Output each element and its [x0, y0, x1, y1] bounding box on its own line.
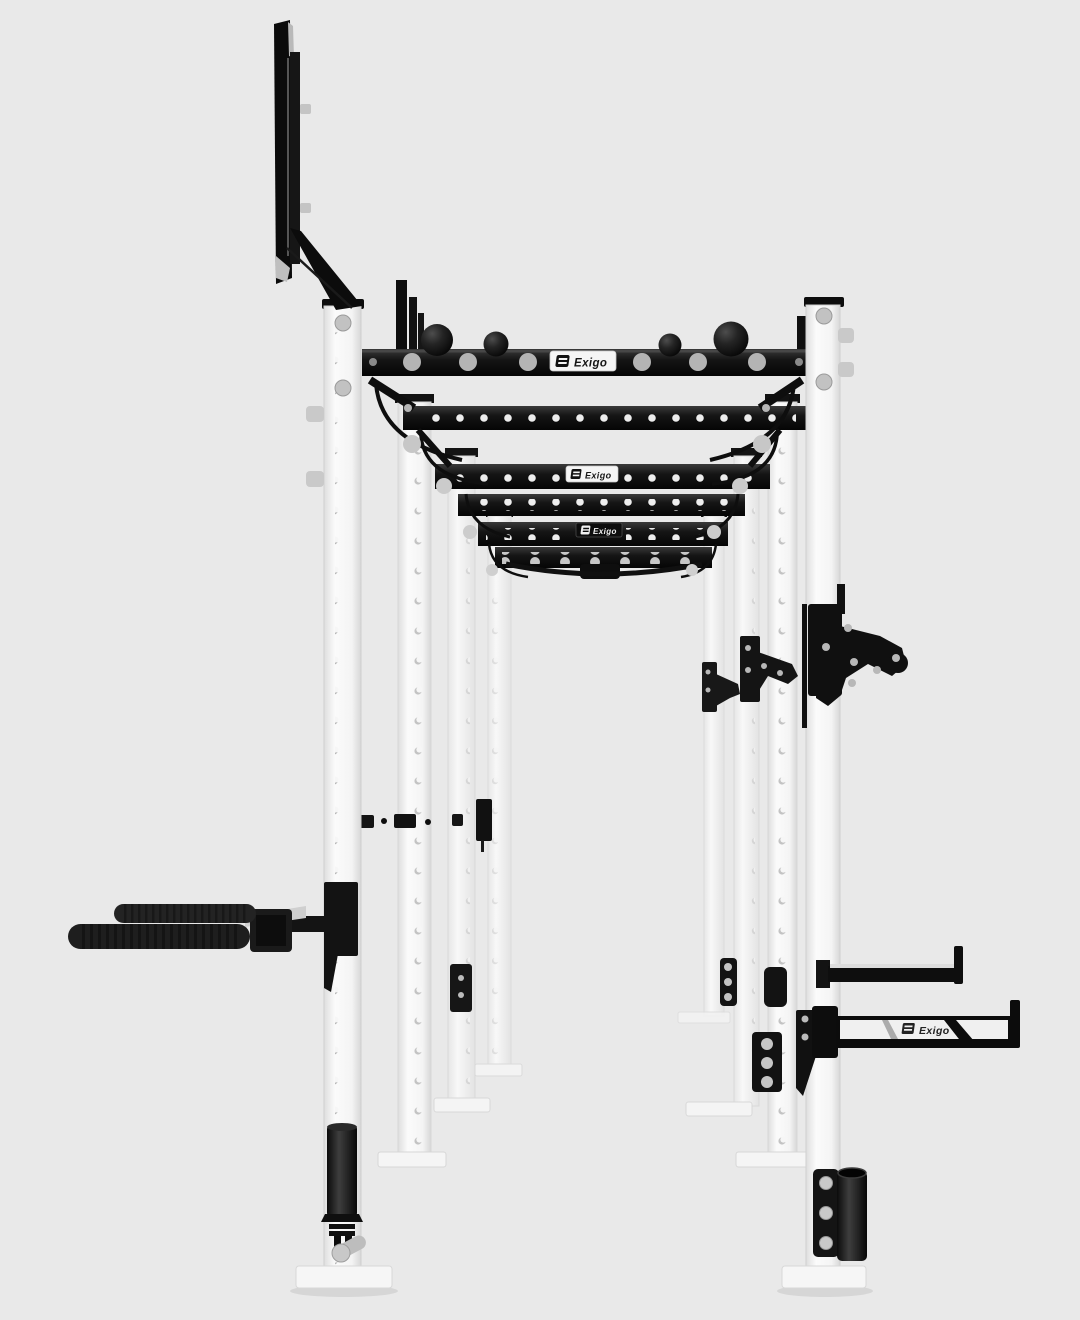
dip-handle	[68, 924, 250, 949]
short-spotter-arm	[816, 946, 963, 988]
foot-plate	[781, 1265, 867, 1289]
brace-rollers	[403, 404, 771, 576]
long-spotter-arm: Exigo	[796, 1000, 1020, 1096]
target-arm	[290, 228, 362, 310]
low-bar-badge-text: Exigo	[593, 527, 617, 536]
rear-uprights-left	[377, 394, 523, 1168]
rear-mount-slats	[396, 280, 807, 374]
cannonball-grip	[658, 333, 682, 357]
rear-jhook-brackets	[702, 636, 798, 712]
background	[40, 16, 1080, 1304]
plate-bracket	[802, 584, 908, 728]
dip-station	[68, 882, 358, 992]
landmine-attachment	[321, 1123, 366, 1263]
corner-braces	[367, 376, 805, 579]
band-peg-rod	[358, 799, 492, 852]
spotter-arms: Exigo	[796, 946, 1020, 1096]
low-bar-exigo-badge: Exigo	[575, 522, 623, 538]
rig-render: Exigo Exigo	[40, 16, 1080, 1304]
storage-brackets	[720, 958, 787, 1092]
crossmember-stack	[362, 321, 810, 579]
rear-uprights-right	[677, 394, 809, 1168]
foot-plate	[295, 1265, 393, 1289]
cannonball-grip	[713, 321, 749, 357]
vertical-bar-holder	[813, 1167, 867, 1261]
mid-bar-badge-text: Exigo	[585, 471, 612, 481]
cannonball-grip	[421, 324, 453, 356]
mid-bar-exigo-badge: Exigo	[565, 465, 619, 483]
wall-ball-target	[274, 20, 362, 310]
top-bar-badge-text: Exigo	[574, 358, 607, 370]
spotter-arm-badge-text: Exigo	[919, 1025, 950, 1037]
front-left-upright	[290, 299, 398, 1297]
dip-handle	[114, 904, 256, 923]
spotter-arm-exigo-badge: Exigo	[901, 1023, 949, 1037]
top-bar-exigo-badge: Exigo	[549, 350, 617, 372]
front-right-upright	[777, 297, 873, 1297]
product-image: Exigo Exigo	[40, 16, 1080, 1304]
cannonball-grip	[483, 331, 509, 357]
